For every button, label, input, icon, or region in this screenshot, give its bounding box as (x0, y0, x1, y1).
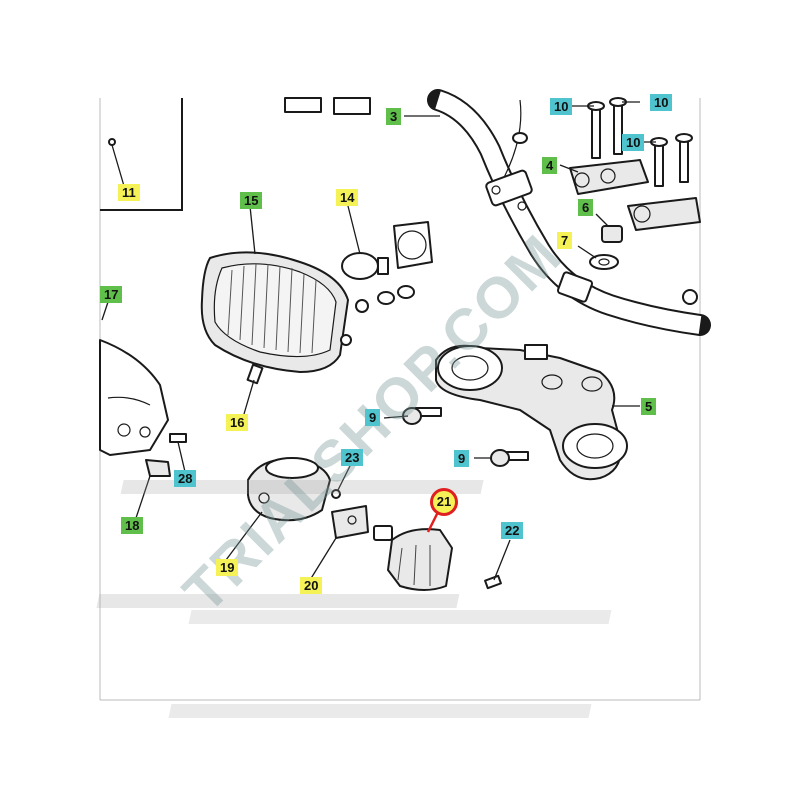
callout-9-lower: 9 (454, 450, 470, 467)
screw-22 (484, 574, 502, 590)
callout-4: 4 (542, 157, 558, 174)
handlebar-clamps (569, 159, 701, 231)
callout-23: 23 (341, 449, 364, 466)
switch-bracket (331, 505, 369, 539)
callout-16: 16 (226, 414, 249, 431)
callout-5: 5 (641, 398, 657, 415)
light-bracket (247, 457, 341, 522)
headlight (200, 251, 352, 373)
callout-28: 28 (174, 470, 197, 487)
headlight-bulb-and-socket (341, 221, 433, 313)
top-brackets (284, 97, 371, 115)
callout-10-b: 10 (650, 94, 673, 111)
callout-19: 19 (216, 559, 239, 576)
top-triple-clamp (435, 344, 628, 481)
callout-14: 14 (336, 189, 359, 206)
callout-20: 20 (300, 577, 323, 594)
mounting-bolts (402, 407, 529, 467)
callout-15: 15 (240, 192, 263, 209)
rubber-mount-and-washer (589, 225, 623, 270)
callout-7: 7 (557, 232, 573, 249)
callout-10-c: 10 (622, 134, 645, 151)
front-number-plate (99, 339, 169, 456)
callout-3: 3 (386, 108, 402, 125)
callout-18: 18 (121, 517, 144, 534)
callout-11: 11 (118, 184, 140, 201)
switch-assembly-21 (373, 525, 453, 591)
callout-6: 6 (578, 199, 594, 216)
callout-10-a: 10 (550, 98, 573, 115)
screw-16 (246, 363, 264, 385)
callout-21-highlighted: 21 (430, 488, 458, 516)
callout-22: 22 (501, 522, 524, 539)
leader-lines (101, 101, 656, 581)
callout-17: 17 (100, 286, 123, 303)
callout-9-upper: 9 (365, 409, 381, 426)
handlebar (427, 89, 711, 336)
